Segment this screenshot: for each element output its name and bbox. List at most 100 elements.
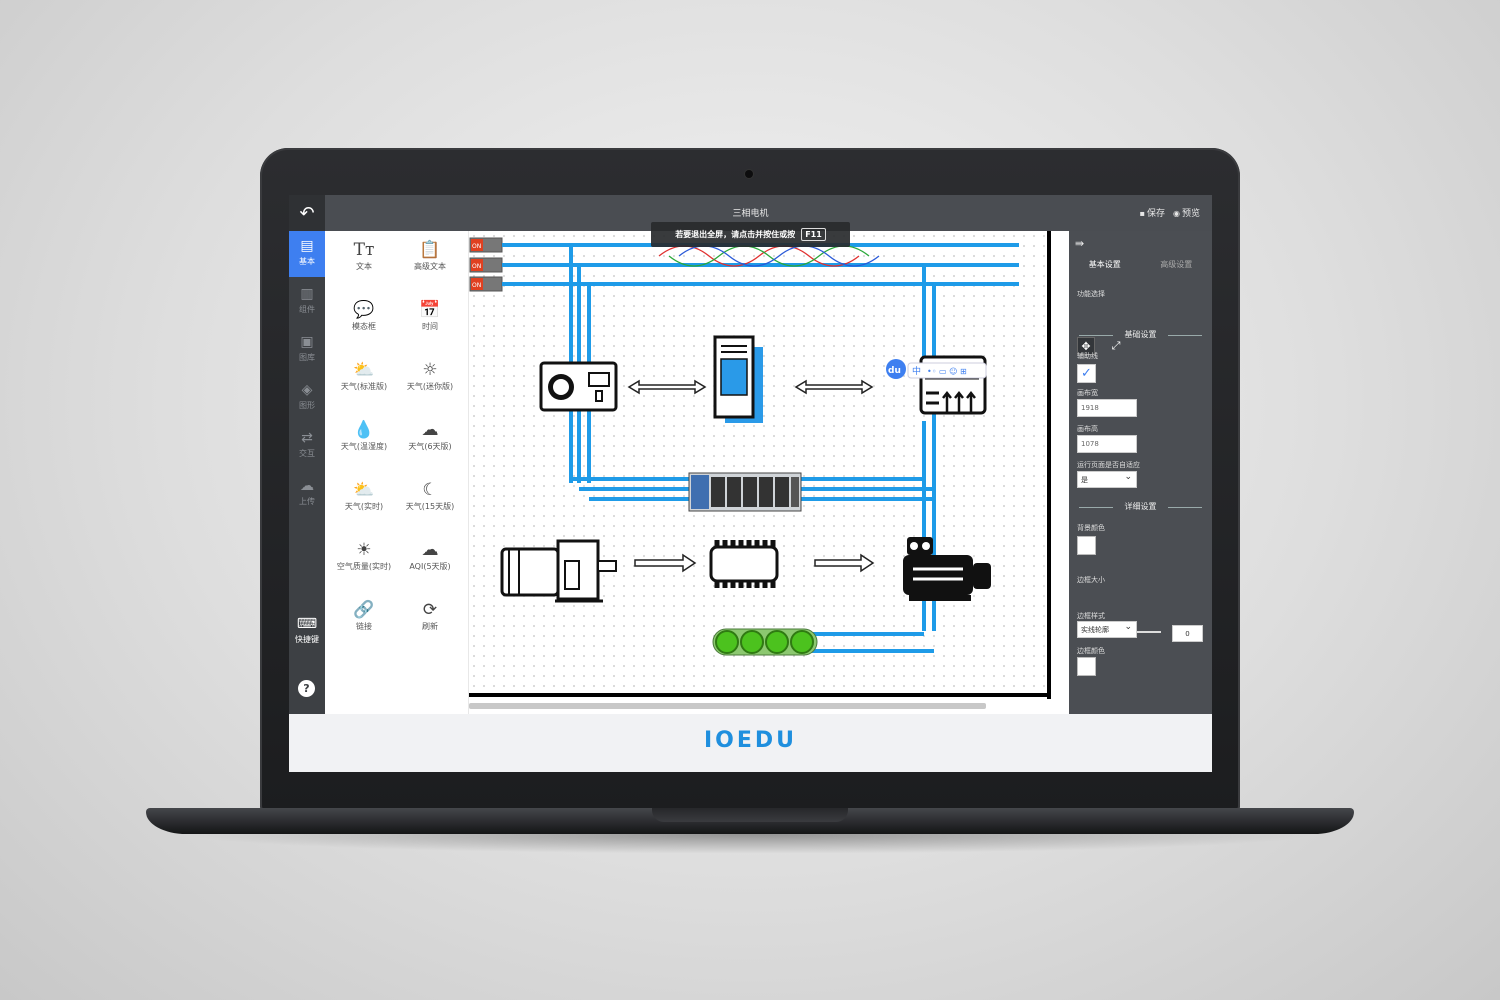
save-button[interactable]: ▪保存 bbox=[1140, 206, 1165, 219]
resize-icon: ⤢ bbox=[1111, 339, 1121, 352]
basic-section-title: 基础设置 bbox=[1069, 329, 1212, 340]
border-size-label: 边框大小 bbox=[1077, 576, 1105, 584]
ime-toolbar[interactable]: du 中 •◦ ▭ ☺ ⊞ bbox=[886, 359, 987, 379]
palette-item-weather-6day[interactable]: ☁天气(6天版) bbox=[397, 419, 463, 452]
chart-icon: ▥ bbox=[300, 286, 314, 302]
border-style-select[interactable]: 实线轮廓 bbox=[1077, 621, 1137, 638]
ac-unit-icon[interactable] bbox=[539, 361, 618, 412]
canvas-boundary-bottom bbox=[469, 693, 1051, 697]
resize-mode-button[interactable]: ⤢ bbox=[1107, 337, 1125, 355]
webcam bbox=[745, 170, 753, 178]
footer-banner: IOEDU bbox=[289, 714, 1212, 772]
screen: ↶ 三相电机 ▪保存 ◉预览 若要退出全屏，请点击并按住或按 F11 ▤基本 ▥… bbox=[289, 195, 1212, 772]
signal-waves bbox=[658, 245, 880, 267]
document-icon: ▤ bbox=[300, 238, 314, 254]
palette-item-weather-live[interactable]: ⛅天气(实时) bbox=[331, 479, 397, 512]
palette-label: 天气(6天版) bbox=[408, 442, 452, 451]
palette-item-air-quality[interactable]: ☀空气质量(实时) bbox=[331, 539, 397, 572]
plc-rack-icon[interactable] bbox=[688, 472, 802, 512]
help-button[interactable]: ? bbox=[298, 680, 315, 697]
led-indicators[interactable] bbox=[712, 628, 818, 656]
palette-item-advanced-text[interactable]: 📋高级文本 bbox=[397, 239, 463, 272]
nav-item-components[interactable]: ▥组件 bbox=[289, 279, 325, 325]
left-nav: ▤基本 ▥组件 ▣图库 ◈ 图形 ⇄ 交互 ☁ 上传 ⌨快捷键 ? bbox=[289, 231, 325, 714]
back-arrow-icon: ↶ bbox=[299, 202, 315, 224]
nav-item-shortcuts[interactable]: ⌨快捷键 bbox=[289, 609, 325, 655]
editor-canvas[interactable]: ON ON ON bbox=[469, 231, 1047, 695]
palette-item-weather-humidity[interactable]: 💧 天气(温湿度) bbox=[331, 419, 397, 452]
nav-item-gallery[interactable]: ▣图库 bbox=[289, 327, 325, 373]
palette-label: 模态框 bbox=[352, 322, 376, 331]
detail-section-title: 详细设置 bbox=[1069, 501, 1212, 512]
calendar-icon: 📅 bbox=[419, 300, 441, 320]
ime-du-icon: du bbox=[888, 366, 901, 376]
breaker-label: ON bbox=[472, 282, 481, 289]
breaker-1[interactable]: ON bbox=[469, 237, 503, 253]
border-size-input[interactable]: 0 bbox=[1172, 625, 1203, 642]
preview-button[interactable]: ◉预览 bbox=[1173, 206, 1200, 219]
toast-key: F11 bbox=[801, 228, 826, 241]
motor-icon[interactable] bbox=[500, 539, 617, 603]
palette-item-weather-15day[interactable]: ☾天气(15天版) bbox=[397, 479, 463, 512]
palette-label: 天气(迷你版) bbox=[406, 382, 454, 391]
nav-item-shapes[interactable]: ◈ 图形 bbox=[289, 375, 325, 421]
nav-label: 图形 bbox=[299, 401, 315, 410]
eye-icon: ◉ bbox=[1173, 209, 1180, 218]
server-icon[interactable] bbox=[713, 335, 763, 423]
autofit-select[interactable]: 是 bbox=[1077, 471, 1137, 488]
brand-logo: IOEDU bbox=[289, 728, 1212, 753]
canvas-diagram: ON ON ON bbox=[469, 237, 1019, 656]
logo-text: IOEDU bbox=[703, 728, 798, 753]
bg-color-swatch[interactable] bbox=[1077, 536, 1096, 555]
flow-arrow-1 bbox=[634, 553, 697, 573]
shapes-icon: ◈ bbox=[301, 382, 313, 398]
nav-item-interaction[interactable]: ⇄ 交互 bbox=[289, 423, 325, 469]
palette-item-modal[interactable]: 💬模态框 bbox=[331, 299, 397, 332]
canvas-height-input[interactable]: 1078 bbox=[1077, 435, 1137, 453]
palette-label: 刷新 bbox=[422, 622, 438, 631]
horizontal-scrollbar[interactable] bbox=[469, 703, 986, 709]
palette-item-weather-standard[interactable]: ⛅天气(标准版) bbox=[331, 359, 397, 392]
collapse-panel-icon[interactable]: ⇛ bbox=[1075, 237, 1085, 250]
back-button[interactable]: ↶ bbox=[289, 195, 325, 231]
guide-checkbox[interactable]: ✓ bbox=[1077, 364, 1096, 383]
border-color-label: 边框颜色 bbox=[1077, 647, 1105, 655]
preview-label: 预览 bbox=[1181, 209, 1200, 219]
canvas-width-input[interactable]: 1918 bbox=[1077, 399, 1137, 417]
check-icon: ✓ bbox=[1081, 366, 1092, 381]
nav-item-basic[interactable]: ▤基本 bbox=[289, 231, 325, 277]
toast-message: 若要退出全屏，请点击并按住或按 bbox=[675, 230, 796, 239]
breaker-2[interactable]: ON bbox=[469, 257, 503, 273]
bg-color-label: 背景颜色 bbox=[1077, 524, 1105, 532]
nav-label: 交互 bbox=[299, 449, 315, 458]
palette-item-weather-mini[interactable]: ☼ 天气(迷你版) bbox=[397, 359, 463, 392]
move-mode-button[interactable]: ✥ bbox=[1077, 337, 1095, 355]
help-icon: ? bbox=[303, 682, 310, 695]
drop-icon: 💧 bbox=[353, 420, 375, 440]
tab-basic-settings[interactable]: 基本设置 bbox=[1088, 260, 1121, 269]
sun-icon: ☼ bbox=[422, 360, 438, 380]
tab-advanced-settings[interactable]: 高级设置 bbox=[1160, 260, 1193, 269]
ime-mode: 中 bbox=[912, 365, 921, 377]
palette-item-link[interactable]: 🔗链接 bbox=[331, 599, 397, 632]
interaction-icon: ⇄ bbox=[301, 430, 313, 446]
breaker-3[interactable]: ON bbox=[469, 276, 503, 292]
nav-item-upload[interactable]: ☁ 上传 bbox=[289, 471, 325, 517]
nav-label: 上传 bbox=[299, 497, 315, 506]
refresh-icon: ⟳ bbox=[422, 600, 438, 620]
palette-item-time[interactable]: 📅时间 bbox=[397, 299, 463, 332]
image-icon: ▣ bbox=[300, 334, 314, 350]
palette-label: 空气质量(实时) bbox=[336, 562, 392, 571]
palette-item-aqi[interactable]: ☁AQI(5天版) bbox=[397, 539, 463, 572]
pump-motor-icon[interactable] bbox=[903, 537, 991, 601]
autofit-value: 是 bbox=[1081, 476, 1088, 484]
palette-label: 天气(温湿度) bbox=[340, 442, 388, 451]
palette-item-refresh[interactable]: ⟳ 刷新 bbox=[397, 599, 463, 632]
upload-icon: ☁ bbox=[300, 478, 314, 494]
weather-icon: ⛅ bbox=[353, 360, 375, 380]
drive-chip-icon[interactable] bbox=[709, 540, 779, 588]
border-style-label: 边框样式 bbox=[1077, 612, 1105, 620]
palette-label: AQI(5天版) bbox=[409, 562, 451, 571]
border-color-swatch[interactable] bbox=[1077, 657, 1096, 676]
